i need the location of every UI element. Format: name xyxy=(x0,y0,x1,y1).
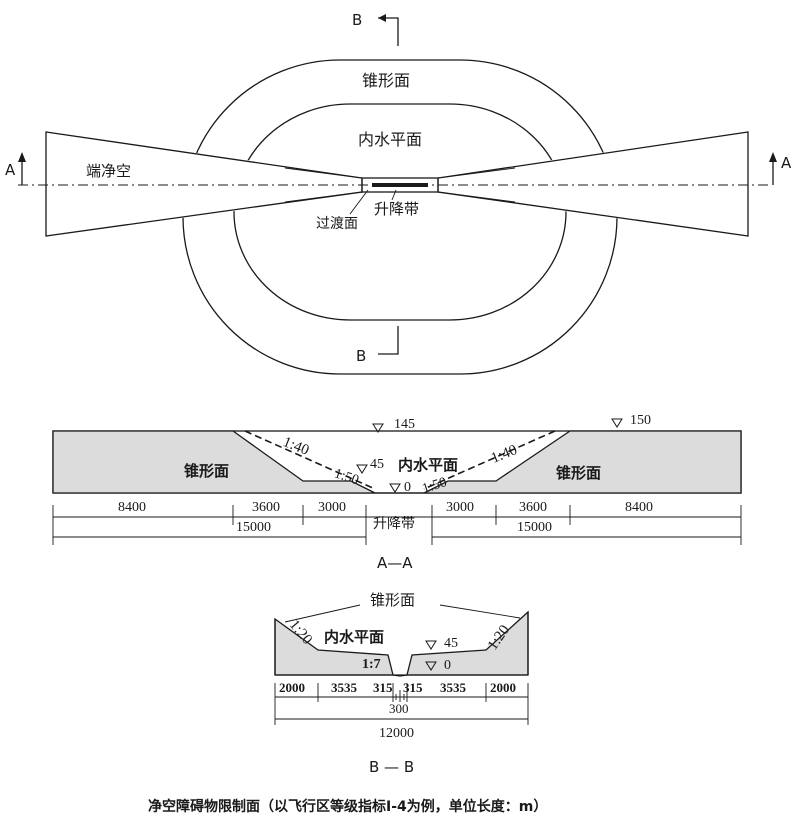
aa-caption: A—A xyxy=(377,554,413,572)
leader-strip xyxy=(391,189,397,201)
arrow-up-icon xyxy=(18,152,26,162)
aa-dim-8400-left: 8400 xyxy=(118,500,146,515)
aa-label-conical-right: 锥形面 xyxy=(556,464,601,482)
section-a-letter-left: A xyxy=(5,161,16,179)
bb-conical-fill-right xyxy=(406,610,529,676)
aa-label-conical-left: 锥形面 xyxy=(184,462,229,480)
bb-dim-12000: 12000 xyxy=(379,726,414,741)
section-b-b: 锥形面 内水平面 1:20 1:20 1:7 45 0 2000 3535 31… xyxy=(274,591,529,776)
bb-dim-315-right: 315 xyxy=(403,680,423,695)
section-a-a: 8400 3600 3000 3000 3600 8400 15000 1500… xyxy=(52,413,742,572)
aa-slope-dashed-left xyxy=(244,430,376,490)
aa-label-strip: 升降带 xyxy=(373,516,415,532)
section-b-letter-bottom: B xyxy=(356,347,366,365)
aa-slope-1-40-left: 1:40 xyxy=(280,434,311,459)
elevation-triangle-icon xyxy=(425,640,437,650)
bb-dim-2000-left: 2000 xyxy=(279,680,305,695)
aa-dim-8400-right: 8400 xyxy=(625,500,653,515)
bb-elev-45: 45 xyxy=(444,636,458,651)
section-b-marker-top xyxy=(378,17,399,46)
bb-dim-300: 300 xyxy=(389,701,409,716)
section-b-marker-bottom xyxy=(378,326,399,355)
elevation-triangle-icon xyxy=(611,418,623,428)
aa-dim-3000-left: 3000 xyxy=(318,500,346,515)
bb-conical-leader-right xyxy=(439,604,521,619)
bb-elev-0: 0 xyxy=(444,658,451,673)
aa-slope-1-50-right: 1:50 xyxy=(421,475,449,497)
bb-dim-315-left: 315 xyxy=(373,680,393,695)
aa-elev-45: 45 xyxy=(370,457,384,472)
label-conical-surface: 锥形面 xyxy=(362,71,410,90)
arrow-up-icon xyxy=(769,152,777,162)
section-b-letter-top: B xyxy=(352,11,362,29)
aa-elev-150: 150 xyxy=(630,413,651,428)
bb-dim-3535-right: 3535 xyxy=(440,680,467,695)
aa-slope-1-40-right: 1:40 xyxy=(489,442,520,467)
inner-horizontal-boundary xyxy=(233,103,567,321)
bb-label-conical: 锥形面 xyxy=(370,591,415,609)
aa-conical-fill-left xyxy=(52,430,376,494)
elevation-triangle-icon xyxy=(425,661,437,671)
bb-dimension-ticks xyxy=(274,683,529,725)
label-strip: 升降带 xyxy=(374,200,419,218)
aa-slope-dashed-right xyxy=(423,430,556,490)
bb-slope-1-7: 1:7 xyxy=(362,657,381,672)
aa-slope-1-50-left: 1:50 xyxy=(332,466,360,488)
transitional-bottom xyxy=(284,191,516,203)
aa-dim-3000-right: 3000 xyxy=(446,500,474,515)
transitional-top xyxy=(284,167,516,179)
arrow-right-icon xyxy=(378,14,386,22)
bb-strip-notch xyxy=(392,674,408,677)
label-approach: 端净空 xyxy=(86,162,131,180)
aa-dim-3600-left: 3600 xyxy=(252,500,280,515)
bb-dim-3535-left: 3535 xyxy=(331,680,358,695)
plan-view: B B A A 锥形面 内水平面 端净空 过渡面 升降带 xyxy=(5,11,792,375)
aa-dimension-ticks xyxy=(52,505,742,545)
aa-elev-145: 145 xyxy=(394,417,415,432)
aa-conical-fill-right xyxy=(423,430,742,494)
bb-dim-2000-right: 2000 xyxy=(490,680,516,695)
bb-label-inner-horizontal: 内水平面 xyxy=(324,628,384,646)
elevation-triangle-icon xyxy=(389,483,401,493)
conical-outer-boundary xyxy=(182,59,618,375)
elevation-triangle-icon xyxy=(356,464,368,474)
figure-caption: 净空障碍物限制面（以飞行区等级指标I-4为例，单位长度：m） xyxy=(148,798,547,815)
bb-conical-leader-left xyxy=(284,604,361,623)
label-transitional: 过渡面 xyxy=(316,216,358,232)
aa-dim-15000-left: 15000 xyxy=(236,520,271,535)
aa-label-inner-horizontal: 内水平面 xyxy=(398,456,458,474)
aa-dim-15000-right: 15000 xyxy=(517,520,552,535)
section-a-letter-right: A xyxy=(781,154,792,172)
aa-dim-3600-right: 3600 xyxy=(519,500,547,515)
label-inner-horizontal: 内水平面 xyxy=(358,130,422,149)
bb-caption: B — B xyxy=(369,758,414,776)
leader-transitional xyxy=(349,189,369,215)
elevation-triangle-icon xyxy=(372,423,384,433)
aa-elev-0: 0 xyxy=(404,480,411,495)
